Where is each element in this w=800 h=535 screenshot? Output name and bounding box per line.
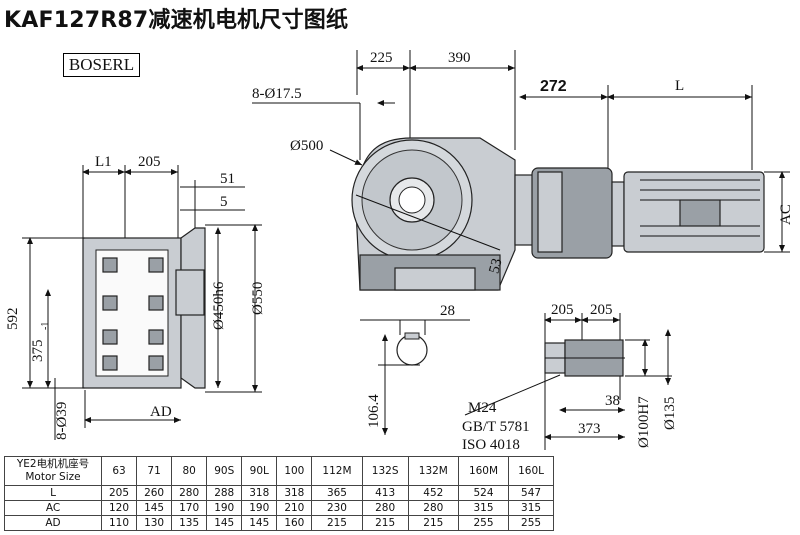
table-cell: 280 bbox=[407, 500, 459, 516]
table-cell: 255 bbox=[508, 515, 554, 531]
table-cell: 315 bbox=[508, 500, 554, 516]
table-cell: 190 bbox=[241, 500, 278, 516]
table-header-row: YE2电机机座号 Motor Size 63 71 80 90S 90L 100… bbox=[4, 456, 554, 486]
page-title: KAF127R87减速机电机尺寸图纸 bbox=[4, 8, 349, 33]
row-label: AC bbox=[4, 500, 102, 516]
dim-373: 373 bbox=[578, 421, 601, 437]
dim-375: 375 bbox=[30, 340, 46, 363]
size-cell: 132S bbox=[361, 456, 409, 486]
dim-51: 51 bbox=[220, 171, 235, 187]
table-cell: 255 bbox=[457, 515, 510, 531]
size-cell: 90S bbox=[206, 456, 243, 486]
dim-8-d39: 8-Ø39 bbox=[54, 402, 70, 440]
row-label: L bbox=[4, 485, 102, 501]
table-cell: 190 bbox=[206, 500, 243, 516]
table-cell: 280 bbox=[361, 500, 409, 516]
table-cell: 135 bbox=[171, 515, 208, 531]
dim-38: 38 bbox=[605, 393, 620, 409]
main-view: 225 390 272 L 8-Ø17.5 Ø500 53 bbox=[252, 50, 794, 291]
dim-shaft-205-b: 205 bbox=[590, 302, 613, 318]
size-cell: 80 bbox=[171, 456, 208, 486]
dim-d450: Ø450h6 bbox=[211, 281, 227, 330]
size-cell: 112M bbox=[311, 456, 363, 486]
dim-flange-diameter: Ø500 bbox=[290, 138, 323, 154]
dim-375-tolerance: -1 bbox=[40, 322, 51, 330]
dim-L: L bbox=[675, 78, 684, 94]
dim-225: 225 bbox=[370, 50, 393, 66]
dim-angle-53: 53 bbox=[486, 257, 505, 276]
dim-5: 5 bbox=[220, 194, 228, 210]
table-cell: 215 bbox=[311, 515, 363, 531]
dim-AD: AD bbox=[150, 404, 172, 420]
dim-d550: Ø550 bbox=[250, 282, 266, 315]
table-cell: 120 bbox=[100, 500, 138, 516]
table-cell: 452 bbox=[407, 485, 459, 501]
table-cell: 145 bbox=[206, 515, 243, 531]
shaft-detail: 205 205 M24 GB/T 5781 ISO 4018 38 373 Ø1… bbox=[462, 302, 678, 453]
size-cell: 90L bbox=[241, 456, 278, 486]
size-cell: 100 bbox=[276, 456, 313, 486]
table-cell: 413 bbox=[361, 485, 409, 501]
table-cell: 160 bbox=[276, 515, 313, 531]
table-cell: 145 bbox=[136, 500, 173, 516]
dim-bolt-holes: 8-Ø17.5 bbox=[252, 86, 302, 102]
dim-d135: Ø135 bbox=[662, 397, 678, 430]
table-row-L: L 205 260 280 288 318 318 365 413 452 52… bbox=[4, 485, 554, 501]
table-cell: 365 bbox=[311, 485, 363, 501]
dim-side-205: 205 bbox=[138, 154, 161, 170]
dim-28: 28 bbox=[440, 303, 455, 319]
brand-logo: BOSERL bbox=[63, 53, 140, 77]
table-cell: 288 bbox=[206, 485, 243, 501]
table-cell: 230 bbox=[311, 500, 363, 516]
size-cell: 160L bbox=[508, 456, 554, 486]
side-view: L1 205 51 5 592 375 -1 8-Ø39 Ø450h6 bbox=[5, 154, 266, 440]
dim-106-4: 106.4 bbox=[366, 394, 382, 428]
dim-shaft-205-a: 205 bbox=[551, 302, 574, 318]
dim-592: 592 bbox=[5, 308, 21, 331]
std-iso-4018: ISO 4018 bbox=[462, 437, 520, 453]
table-cell: 145 bbox=[241, 515, 278, 531]
std-gbt-5781: GB/T 5781 bbox=[462, 419, 530, 435]
table-cell: 280 bbox=[171, 485, 208, 501]
size-cell: 160M bbox=[457, 456, 510, 486]
table-cell: 315 bbox=[457, 500, 510, 516]
table-row-AC: AC 120 145 170 190 190 210 230 280 280 3… bbox=[4, 500, 554, 516]
table-cell: 260 bbox=[136, 485, 173, 501]
dim-272: 272 bbox=[540, 78, 567, 95]
table-cell: 215 bbox=[361, 515, 409, 531]
table-cell: 170 bbox=[171, 500, 208, 516]
dim-d100: Ø100H7 bbox=[636, 396, 652, 448]
keyway-detail: 28 106.4 bbox=[360, 303, 470, 435]
size-cell: 63 bbox=[100, 456, 138, 486]
row-label: AD bbox=[4, 515, 102, 531]
table-cell: 547 bbox=[508, 485, 554, 501]
dim-390: 390 bbox=[448, 50, 471, 66]
motor-size-table: YE2电机机座号 Motor Size 63 71 80 90S 90L 100… bbox=[4, 456, 554, 531]
table-cell: 318 bbox=[276, 485, 313, 501]
table-cell: 205 bbox=[100, 485, 138, 501]
table-row-AD: AD 110 130 135 145 145 160 215 215 215 2… bbox=[4, 515, 554, 531]
table-cell: 318 bbox=[241, 485, 278, 501]
table-cell: 210 bbox=[276, 500, 313, 516]
dim-AC: AC bbox=[778, 204, 794, 225]
table-header-label: YE2电机机座号 Motor Size bbox=[4, 456, 102, 486]
table-cell: 215 bbox=[407, 515, 459, 531]
table-cell: 110 bbox=[100, 515, 138, 531]
technical-drawing: 225 390 272 L 8-Ø17.5 Ø500 53 bbox=[5, 50, 794, 453]
table-cell: 524 bbox=[457, 485, 510, 501]
size-cell: 132M bbox=[407, 456, 459, 486]
table-cell: 130 bbox=[136, 515, 173, 531]
size-cell: 71 bbox=[136, 456, 173, 486]
dim-L1: L1 bbox=[95, 154, 112, 170]
